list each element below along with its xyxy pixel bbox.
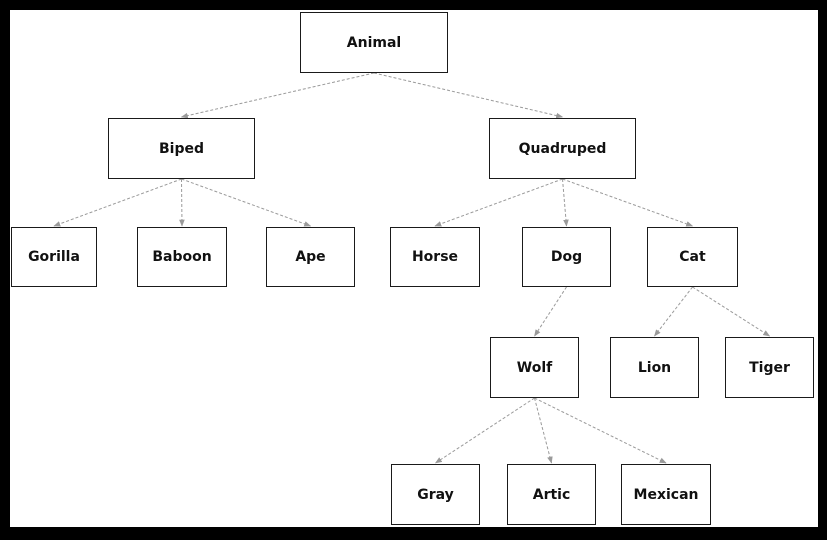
edge-biped-to-ape xyxy=(181,178,312,227)
node-artic: Artic xyxy=(507,464,596,525)
edge-quadruped-to-horse xyxy=(434,178,563,227)
node-wolf: Wolf xyxy=(490,337,579,398)
node-mexican: Mexican xyxy=(621,464,711,525)
node-baboon: Baboon xyxy=(137,227,227,287)
edge-wolf-to-artic xyxy=(534,397,553,464)
node-quadruped: Quadruped xyxy=(489,118,636,179)
edge-animal-to-biped xyxy=(180,72,375,119)
node-dog: Dog xyxy=(522,227,611,287)
edge-biped-to-baboon xyxy=(179,178,185,227)
node-lion: Lion xyxy=(610,337,699,398)
diagram-canvas: Animal Biped Quadruped Gorilla Baboon Ap… xyxy=(10,10,818,527)
node-cat: Cat xyxy=(647,227,738,287)
edge-quadruped-to-cat xyxy=(562,178,694,227)
edge-wolf-to-mexican xyxy=(534,397,667,464)
edge-layer xyxy=(53,72,771,464)
edge-dog-to-wolf xyxy=(534,286,567,337)
node-animal: Animal xyxy=(300,12,448,73)
edge-cat-to-tiger xyxy=(692,286,771,337)
node-tiger: Tiger xyxy=(725,337,814,398)
edge-cat-to-lion xyxy=(654,286,693,337)
edge-animal-to-quadruped xyxy=(373,72,564,119)
node-gray: Gray xyxy=(391,464,480,525)
edge-wolf-to-gray xyxy=(434,397,535,464)
node-horse: Horse xyxy=(390,227,480,287)
edge-quadruped-to-dog xyxy=(562,178,569,227)
edge-biped-to-gorilla xyxy=(53,178,182,227)
node-biped: Biped xyxy=(108,118,255,179)
node-gorilla: Gorilla xyxy=(11,227,97,287)
node-ape: Ape xyxy=(266,227,355,287)
